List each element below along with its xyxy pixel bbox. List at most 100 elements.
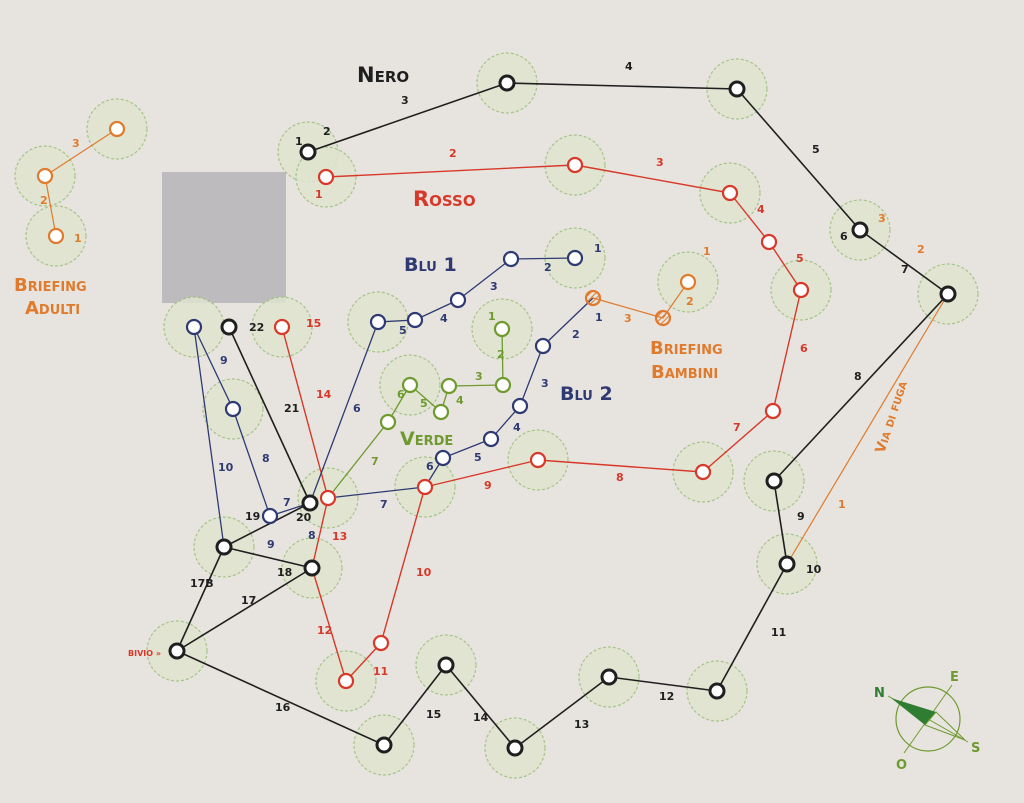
route-node-nero [375,736,393,754]
segment-label-blu: 6 [426,460,434,473]
label-via-di-fuga: Via di fuga [873,379,911,455]
route-node-blu [434,449,452,467]
route-node-blu [369,313,387,331]
route-node-blu [261,507,279,525]
segment-label-blu: 7 [283,496,291,509]
segment-label-verde: 5 [420,397,428,410]
segment-label-nero: 13 [574,718,589,731]
route-node-orange [36,167,54,185]
route-node-blu [185,318,203,336]
segment-label-rosso: 11 [373,665,388,678]
segment-label-rosso: 14 [316,388,332,401]
segment-label-blu: 4 [440,312,448,325]
route-node-rosso [416,478,434,496]
route-node-nero [303,559,321,577]
segment-label-rosso: 10 [416,566,432,579]
segment-label-nero: 11 [771,626,786,639]
route-node-nero [215,538,233,556]
route-node-rosso [792,281,810,299]
segment-label-nero: 10 [806,563,822,576]
compass-n: N [874,686,885,701]
route-nodes [36,74,957,757]
segment-label-blu: 5 [474,451,482,464]
segment-label-rosso: 8 [616,471,624,484]
route-node-rosso [764,402,782,420]
tree-markers [14,52,979,779]
route-node-blu [449,291,467,309]
route-nero [176,82,949,749]
route-node-nero [708,682,726,700]
route-node-blu [482,430,500,448]
segment-label-blu: 9 [220,354,228,367]
segment-label-blu: 3 [541,377,549,390]
segment-label-rosso: 12 [317,624,332,637]
label-nero: Nero [357,63,409,87]
route-node-blu [406,311,424,329]
label-blu2: Blu 2 [560,383,613,405]
segment-label-rosso: 5 [796,252,804,265]
segment-label-blu: 1 [595,311,603,324]
segment-label-orange: 2 [917,243,925,256]
route-node-nero [765,472,783,490]
segment-label-nero: 14 [473,711,489,724]
route-node-rosso [529,451,547,469]
segment-label-nero: 17B [190,577,214,590]
segment-label-orange: 3 [624,312,632,325]
segment-label-blu: 8 [308,529,316,542]
route-node-verde [379,413,397,431]
route-node-nero [600,668,618,686]
segment-label-rosso: 4 [757,203,765,216]
segment-label-nero: 16 [275,701,291,714]
route-node-verde [494,376,512,394]
segment-label-nero: 21 [284,402,299,415]
route-node-nero [728,80,746,98]
segment-label-nero: 18 [277,566,292,579]
route-node-nero [168,642,186,660]
route-node-orange [108,120,126,138]
route-node-rosso [760,233,778,251]
segment-label-rosso: 9 [484,479,492,492]
segment-label-blu: 7 [380,498,388,511]
segment-label-rosso: 2 [449,147,457,160]
label-briefing-adulti-1: Briefing [14,275,87,296]
route-node-nero [498,74,516,92]
route-node-nero [778,555,796,573]
segment-label-verde: 4 [456,394,464,407]
segment-label-rosso: 13 [332,530,347,543]
route-blu1 [193,257,576,548]
label-rosso: Rosso [413,187,476,211]
route-node-rosso [372,634,390,652]
segment-label-rosso: 1 [315,188,323,201]
route-node-verde [440,377,458,395]
compass-ring [895,686,961,752]
segment-label-orange: 1 [74,232,82,245]
segment-label-orange: 1 [838,498,846,511]
segment-label-nero: 15 [426,708,441,721]
segment-label-rosso: 15 [306,317,321,330]
segment-label-nero: 19 [245,510,260,523]
route-node-blu [224,400,242,418]
route-node-hatch [654,309,672,327]
route-node-nero [939,285,957,303]
compass-o: O [896,758,907,773]
segment-label-blu: 6 [353,402,361,415]
route-node-rosso [566,156,584,174]
route-node-blu [511,397,529,415]
label-briefing-bambini-1: Briefing [650,338,723,359]
segment-label-blu: 8 [262,452,270,465]
route-node-blu [502,250,520,268]
segment-label-nero: 20 [296,511,312,524]
segment-label-verde: 6 [397,388,405,401]
segment-label-verde: 3 [475,370,483,383]
segment-label-nero: 17 [241,594,256,607]
route-node-nero [301,494,319,512]
route-node-verde [493,320,511,338]
route-node-rosso [317,168,335,186]
segment-label-verde: 7 [371,455,379,468]
compass-s: S [971,741,980,756]
segment-label-nero: 1 [295,135,303,148]
segment-label-blu: 2 [572,328,580,341]
segment-label-nero: 9 [797,510,805,523]
segment-label-blu: 10 [218,461,234,474]
